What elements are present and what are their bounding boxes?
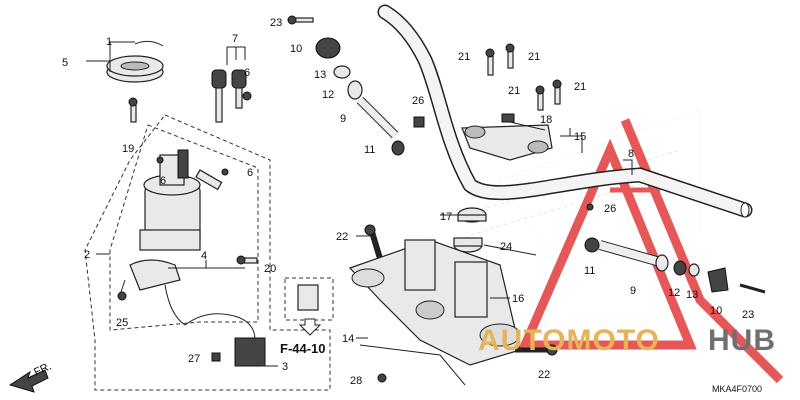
callout-3: 3 bbox=[282, 361, 288, 373]
reference-label: F-44-10 bbox=[280, 341, 326, 356]
callout-27: 27 bbox=[188, 353, 200, 365]
bolt-20 bbox=[236, 255, 258, 265]
callout-21-a: 21 bbox=[458, 51, 470, 63]
callout-11-lower: 11 bbox=[584, 265, 595, 277]
callout-12-lower: 12 bbox=[668, 287, 680, 299]
nut-6 bbox=[242, 91, 252, 101]
handlebar-holder bbox=[461, 113, 553, 161]
clip-27 bbox=[211, 352, 221, 362]
callout-6-switch-b: 6 bbox=[247, 167, 253, 179]
nut-26-upper bbox=[413, 116, 425, 128]
callout-16: 16 bbox=[512, 293, 524, 305]
callout-23-lower: 23 bbox=[742, 309, 754, 321]
leader-lines bbox=[86, 41, 633, 367]
callout-13-upper: 13 bbox=[314, 69, 326, 81]
top-bridge bbox=[348, 239, 521, 366]
top-cover-ring bbox=[106, 55, 164, 83]
callout-6-key: 6 bbox=[244, 67, 250, 79]
cap-17 bbox=[457, 207, 487, 223]
clip bbox=[134, 40, 164, 47]
callout-9-upper: 9 bbox=[340, 113, 346, 125]
callout-10-upper: 10 bbox=[290, 43, 302, 55]
nut-24 bbox=[453, 237, 483, 253]
callout-4: 4 bbox=[201, 250, 207, 262]
callout-12-upper: 12 bbox=[322, 89, 334, 101]
bolts-21 bbox=[485, 43, 562, 111]
callout-26-lower: 26 bbox=[604, 203, 616, 215]
bolt-22-right bbox=[515, 344, 558, 356]
callout-9-lower: 9 bbox=[630, 285, 636, 297]
ignition-switch bbox=[139, 149, 229, 251]
reference-box bbox=[284, 277, 334, 336]
callout-22-left: 22 bbox=[336, 231, 348, 243]
callout-1: 1 bbox=[106, 36, 112, 48]
key-set bbox=[211, 69, 247, 123]
diagram-code: MKA4F0700 bbox=[712, 384, 762, 394]
callout-21-c: 21 bbox=[508, 85, 520, 97]
front-arrow bbox=[8, 369, 49, 393]
callout-10-lower: 10 bbox=[710, 305, 722, 317]
bar-end-right bbox=[584, 203, 766, 294]
bolt-28 bbox=[377, 373, 387, 383]
watermark-automoto: AUTOMOTO bbox=[478, 324, 660, 357]
callout-25: 25 bbox=[116, 317, 128, 329]
callout-18: 18 bbox=[540, 114, 552, 126]
front-label: FR. bbox=[32, 360, 53, 378]
bolt-19 bbox=[128, 97, 138, 123]
callout-21-d: 21 bbox=[574, 81, 586, 93]
callout-17: 17 bbox=[440, 211, 452, 223]
bar-end-upper bbox=[287, 15, 405, 156]
callout-13-lower: 13 bbox=[686, 289, 698, 301]
bracket-14 bbox=[359, 344, 466, 386]
callout-24: 24 bbox=[500, 241, 512, 253]
callout-23-upper: 23 bbox=[270, 17, 282, 29]
callout-15: 15 bbox=[574, 131, 586, 143]
callout-7: 7 bbox=[232, 33, 238, 45]
bolt-25 bbox=[117, 291, 127, 301]
watermark-hub: HUB bbox=[708, 324, 776, 357]
callout-11-upper: 11 bbox=[364, 144, 375, 156]
callout-22-right: 22 bbox=[538, 369, 550, 381]
callout-6-switch-a: 6 bbox=[160, 175, 166, 187]
callout-8: 8 bbox=[628, 148, 634, 160]
ignition-assembly-box bbox=[84, 114, 331, 391]
handlebar-pipe bbox=[377, 4, 753, 218]
callout-19: 19 bbox=[122, 143, 134, 155]
callout-26-upper: 26 bbox=[412, 95, 424, 107]
callout-20: 20 bbox=[264, 263, 276, 275]
ignition-inner-box bbox=[109, 124, 259, 331]
ignition-harness bbox=[119, 259, 266, 367]
callout-5: 5 bbox=[62, 57, 68, 69]
callout-28: 28 bbox=[350, 375, 362, 387]
callout-14: 14 bbox=[342, 333, 354, 345]
callout-2: 2 bbox=[84, 249, 90, 261]
callout-21-b: 21 bbox=[528, 51, 540, 63]
